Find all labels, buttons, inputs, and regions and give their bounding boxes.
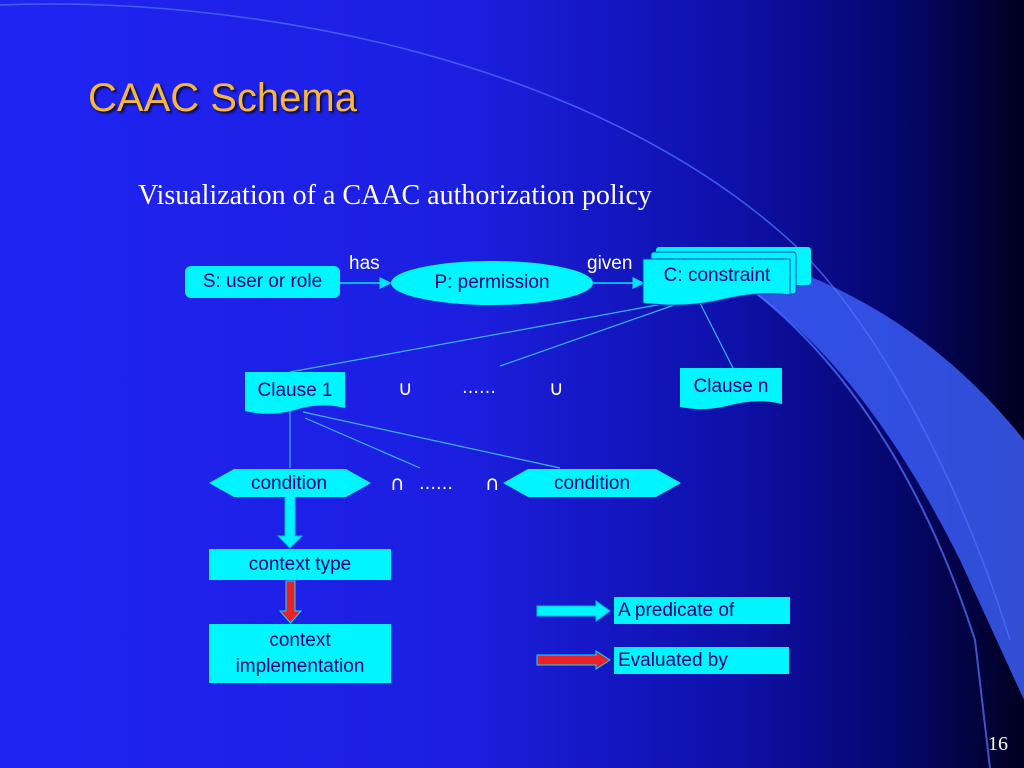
context-implementation-line1: context [269, 629, 331, 651]
permission-node: P: permission [434, 272, 550, 293]
clause-ellipsis: …… [462, 378, 496, 398]
page-number: 16 [988, 733, 1008, 755]
legend-evaluated-label: Evaluated by [614, 647, 789, 674]
edge-label-has: has [349, 253, 380, 274]
condition-node-right: condition [553, 473, 631, 494]
legend-predicate-label: A predicate of [614, 597, 790, 624]
page-subtitle: Visualization of a CAAC authorization po… [138, 180, 652, 211]
union-symbol: ∪ [549, 376, 564, 400]
clause-n-node: Clause n [693, 376, 769, 397]
page-title: CAAC Schema [88, 76, 357, 120]
context-implementation-node: context implementation [209, 624, 391, 683]
union-symbol: ∪ [398, 376, 413, 400]
context-implementation-line2: implementation [235, 655, 365, 677]
intersection-symbol: ∩ [390, 471, 405, 495]
subject-node: S: user or role [185, 266, 340, 298]
condition-node-left: condition [250, 473, 328, 494]
edge-label-given: given [587, 253, 633, 274]
condition-ellipsis: …… [419, 474, 453, 494]
constraint-node: C: constraint [663, 265, 771, 286]
clause-1-node: Clause 1 [257, 380, 333, 401]
context-type-node: context type [209, 549, 391, 580]
intersection-symbol: ∩ [485, 471, 500, 495]
